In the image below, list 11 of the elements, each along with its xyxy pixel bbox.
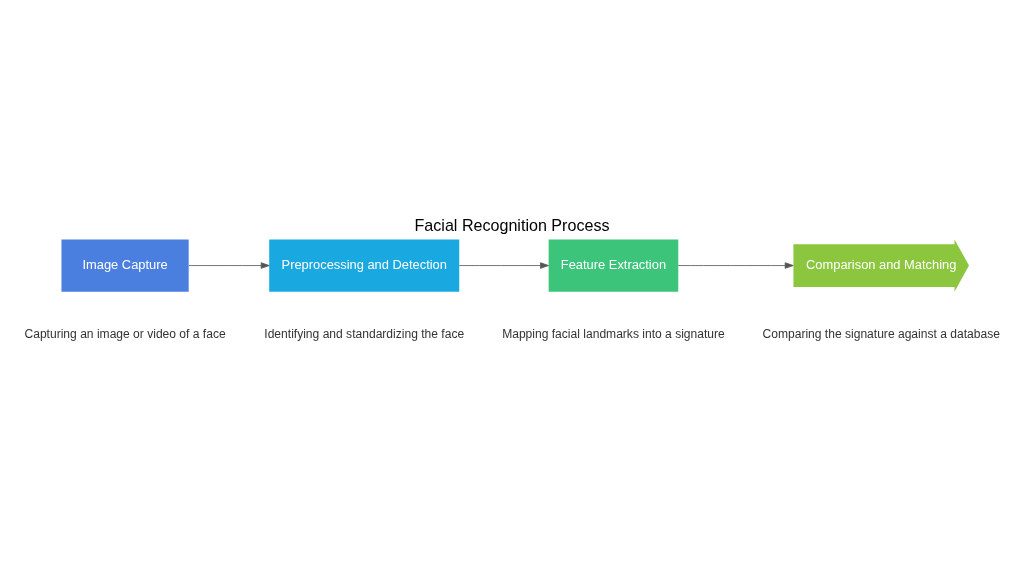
- node-label: Mapping facial landmarks into a signature: [502, 326, 725, 341]
- node-box: Preprocessing and Detection: [269, 238, 460, 292]
- node-label: Capturing an image or video of a face: [24, 326, 226, 341]
- node-box: Image Capture: [61, 238, 189, 292]
- arrow: [188, 261, 270, 269]
- diagram-title: Facial Recognition Process: [414, 215, 610, 234]
- node-label: Comparing the signature against a database: [762, 326, 1000, 341]
- node-box: Feature Extraction: [548, 238, 679, 292]
- arrow: [677, 261, 794, 269]
- arrow: [458, 261, 549, 269]
- node-label: Identifying and standardizing the face: [264, 326, 465, 341]
